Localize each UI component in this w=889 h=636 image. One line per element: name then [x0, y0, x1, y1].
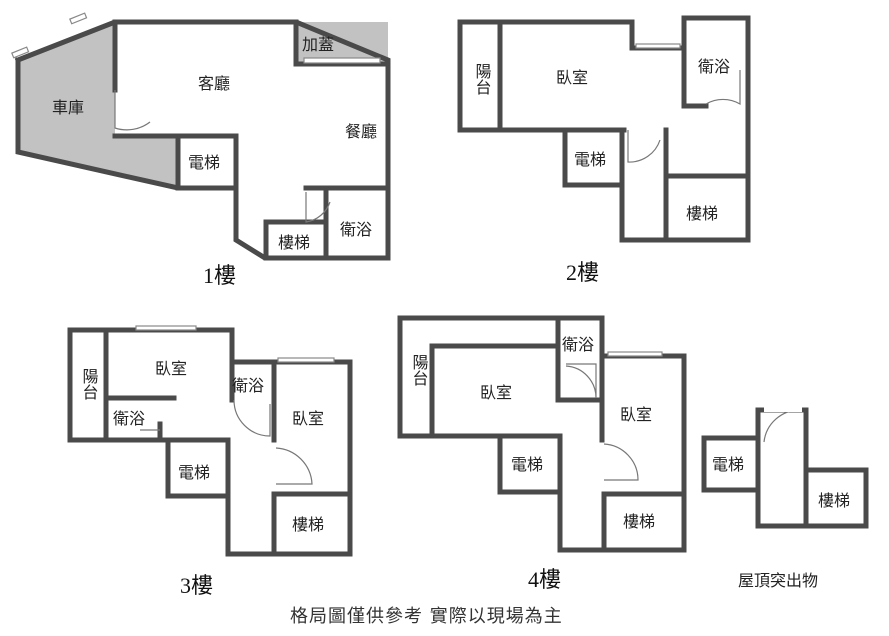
floor-2-elevator-label: 電梯 [574, 151, 606, 169]
floor-3-bath2-label: 衛浴 [232, 377, 264, 395]
floor-4-door-bath [565, 363, 597, 399]
floor-3-wall-elevator [165, 437, 231, 499]
floor-1-garage-label: 車庫 [52, 99, 84, 117]
floor-2-door-bath [705, 70, 741, 106]
floor-1-title: 1樓 [203, 263, 236, 288]
roof-plan: 電梯 樓梯 屋頂突出物 [701, 406, 869, 590]
floor-4-plan: 陽台 臥室 衛浴 臥室 電梯 樓梯 4樓 [397, 315, 687, 592]
roof-door [763, 409, 801, 443]
floor-1-plan: 車庫 客廳 餐廳 加蓋 電梯 樓梯 衛浴 1樓 [11, 12, 391, 288]
floor-2-wall-bath [681, 45, 709, 109]
floor-1-window-addon [303, 57, 381, 64]
floor-1-wall-addon [293, 19, 391, 67]
floor-3-window-right [277, 357, 335, 363]
floor-4-title: 4樓 [528, 567, 561, 592]
floor-2-window [635, 43, 681, 49]
roof-elevator-label: 電梯 [712, 456, 744, 474]
floor-1-addon-label: 加蓋 [302, 36, 334, 54]
floor-4-bedroom2-label: 臥室 [620, 406, 652, 424]
floor-2-title: 2樓 [566, 260, 599, 285]
floor-4-wall-elevator [497, 433, 563, 495]
floor-1-window-left [11, 46, 30, 59]
floor-3-outer-wall [67, 327, 353, 557]
floor-1-window-top [69, 12, 88, 25]
roof-outer-wall [701, 407, 869, 529]
floor-4-stairs-label: 樓梯 [623, 513, 655, 531]
roof-title: 屋頂突出物 [738, 572, 818, 590]
floor-1-door-bath [305, 192, 331, 223]
floor-3-title: 3樓 [180, 573, 213, 598]
floor-4-window [607, 351, 663, 357]
floor-2-balcony-label: 陽台 [473, 63, 491, 95]
roof-door-gap [764, 406, 802, 412]
floor-2-stairs-label: 樓梯 [686, 205, 718, 223]
floor-1-bath-label: 衛浴 [340, 221, 372, 239]
floor-3-door-bath2 [233, 399, 271, 437]
floor-4-bedroom1-label: 臥室 [480, 384, 512, 402]
floor-4-bath-label: 衛浴 [562, 336, 594, 354]
floor-4-door-bedroom2 [603, 443, 639, 481]
floor-1-elevator-label: 電梯 [188, 154, 220, 172]
floor-3-bedroom2-label: 臥室 [292, 410, 324, 428]
floor-2-door-bedroom [627, 130, 661, 163]
floor-3-plan: 陽台 臥室 衛浴 衛浴 臥室 電梯 樓梯 3樓 [67, 325, 353, 598]
floor-3-bedroom1-label: 臥室 [155, 360, 187, 378]
floor-3-balcony-label: 陽台 [80, 368, 98, 400]
floor-2-plan: 陽台 臥室 衛浴 電梯 樓梯 2樓 [457, 15, 751, 285]
floor-4-elevator-label: 電梯 [511, 456, 543, 474]
floor-2-bedroom-label: 臥室 [556, 69, 588, 87]
floor-3-window-top [135, 325, 197, 331]
floor-1-living-label: 客廳 [198, 74, 230, 93]
floor-3-bath1-label: 衛浴 [113, 410, 145, 428]
floor-4-balcony-label: 陽台 [410, 354, 428, 386]
floor-1-stairs-label: 樓梯 [278, 234, 310, 252]
floor-3-elevator-label: 電梯 [178, 464, 210, 482]
floor-1-door-garage [114, 90, 151, 131]
floor-1-dining-label: 餐廳 [345, 122, 377, 141]
floor-3-door-bedroom2 [275, 447, 313, 485]
floor-1-wall-garage-bottom [112, 133, 239, 191]
floor-3-stairs-label: 樓梯 [292, 516, 324, 534]
floor-4-outer-wall [397, 315, 687, 553]
footer-disclaimer: 格局圖僅供參考 實際以現場為主 [290, 606, 563, 627]
roof-stairs-label: 樓梯 [818, 492, 850, 510]
garage-shaded-area [18, 22, 178, 188]
floor-2-bath-label: 衛浴 [698, 58, 730, 76]
